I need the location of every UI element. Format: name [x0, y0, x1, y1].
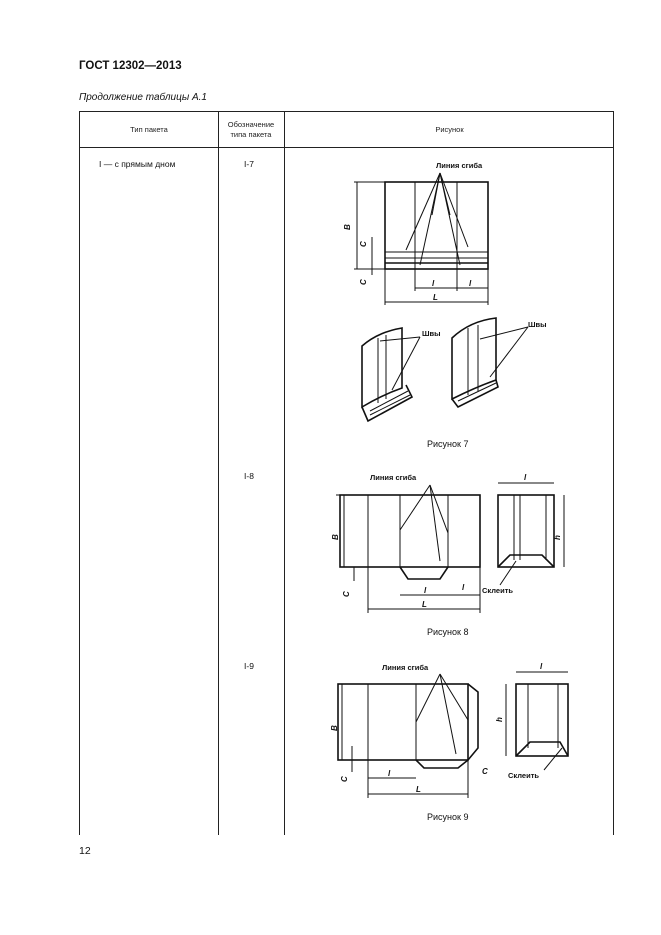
fig7-fold-line-label: Линия сгиба	[436, 161, 483, 170]
page-number: 12	[79, 845, 91, 857]
fig9-dim-h: h	[495, 717, 504, 722]
figure-8-caption: Рисунок 8	[427, 627, 469, 637]
header-figure: Рисунок	[435, 125, 464, 134]
fig8-glue-label: Склеить	[482, 586, 513, 595]
table-continuation-caption: Продолжение таблицы А.1	[79, 92, 207, 103]
header-package-type: Тип пакета	[130, 125, 168, 134]
fig9-glue-label: Склеить	[508, 771, 539, 780]
figure-7-caption: Рисунок 7	[427, 439, 469, 449]
fig9-dim-L: L	[416, 785, 421, 794]
table-header-row	[80, 112, 613, 148]
figure-8-drawing: Линия сгиба B C l l L l h Склеить	[331, 473, 565, 613]
fig9-dim-l-top: l	[540, 662, 543, 671]
fig7-dim-c1b: C	[359, 279, 368, 285]
column-divider	[284, 112, 285, 835]
figure-7-drawing: Линия сгиба B C C l l L Швы Швы	[343, 161, 547, 423]
standard-designation: ГОСТ 12302—2013	[79, 60, 182, 72]
package-type-value: I — с прямым дном	[99, 159, 176, 169]
fig9-dim-c1-right: C	[482, 767, 488, 776]
column-divider	[218, 112, 219, 835]
fig7-seams-right-label: Швы	[528, 320, 547, 329]
fig8-fold-line-label: Линия сгиба	[370, 473, 417, 482]
fig7-dim-l1: l	[469, 279, 472, 288]
fig7-dim-L: L	[433, 293, 438, 302]
fig8-dim-L: L	[422, 600, 427, 609]
fig9-dim-b: B	[330, 725, 339, 731]
fig8-dim-h: h	[553, 535, 562, 540]
fig9-fold-line-label: Линия сгиба	[382, 663, 429, 672]
package-code-i7: I-7	[244, 159, 254, 169]
fig8-dim-l1: l	[462, 583, 465, 592]
package-code-i9: I-9	[244, 661, 254, 671]
fig7-dim-l: l	[432, 279, 435, 288]
fig9-dim-l: l	[388, 769, 391, 778]
fig8-dim-l: l	[424, 586, 427, 595]
fig7-seams-left-label: Швы	[422, 329, 441, 338]
fig8-dim-l-top: l	[524, 473, 527, 482]
fig9-dim-c1: C	[340, 776, 349, 782]
fig8-dim-b: B	[331, 534, 340, 540]
figure-9-caption: Рисунок 9	[427, 812, 469, 822]
fig8-dim-c1: C	[342, 591, 351, 597]
fig7-dim-b: B	[343, 224, 352, 230]
fig7-dim-c1a: C	[359, 241, 368, 247]
figure-9-drawing: Линия сгиба B C l L C l h Склеить	[330, 662, 569, 798]
package-code-i8: I-8	[244, 471, 254, 481]
